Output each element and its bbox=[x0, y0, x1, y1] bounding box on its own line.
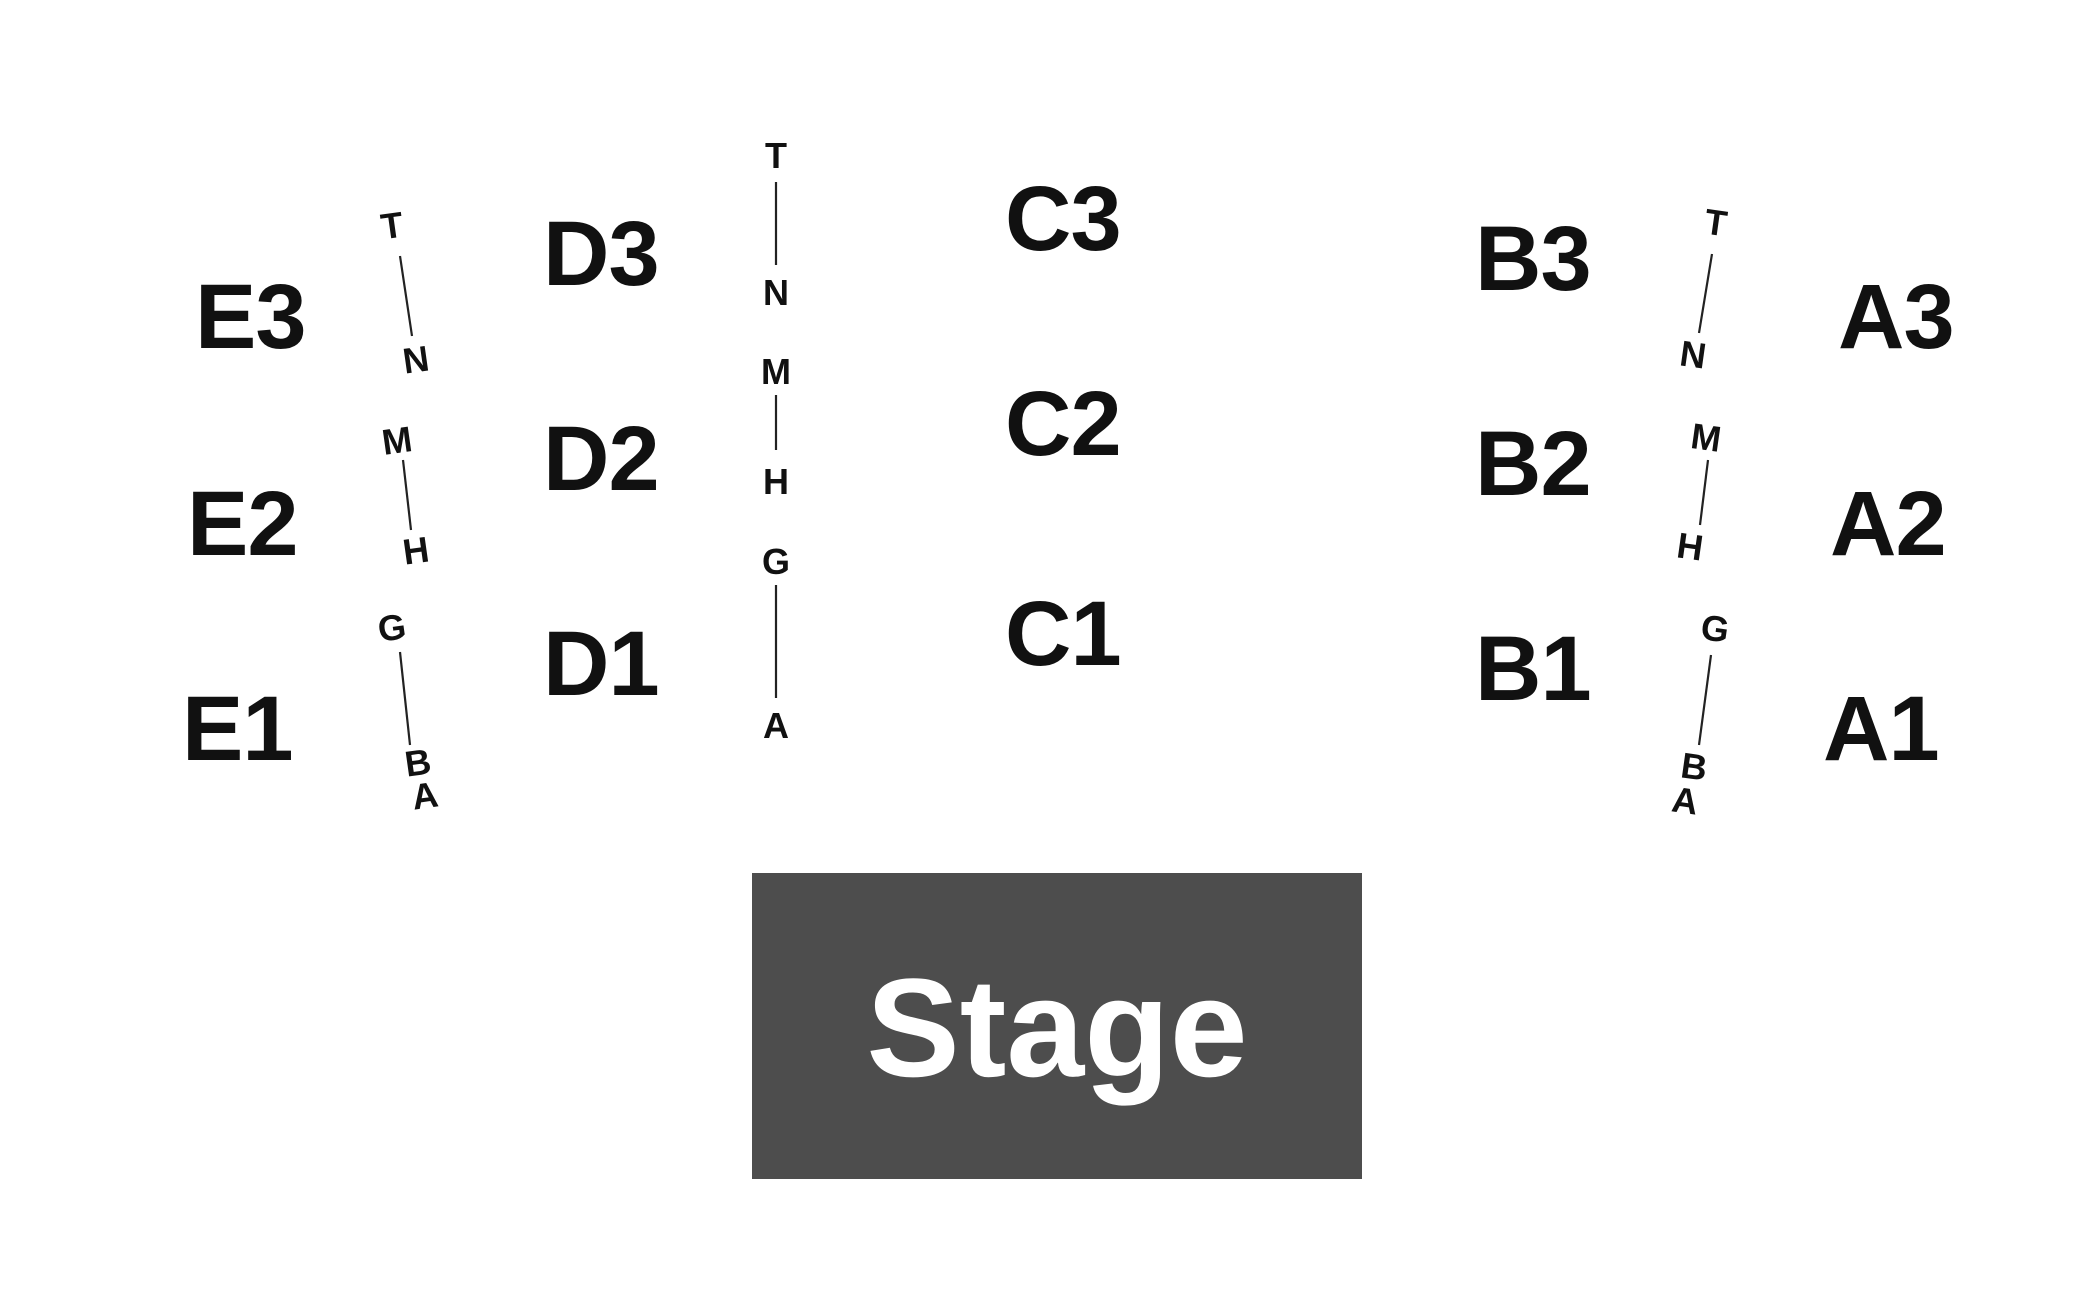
right-aisle-line-t-n bbox=[1697, 253, 1714, 334]
section-c3[interactable]: C3 bbox=[1005, 168, 1122, 270]
right-aisle-row-m: M bbox=[1688, 415, 1723, 460]
section-c1[interactable]: C1 bbox=[1005, 583, 1122, 685]
right-aisle-row-g: G bbox=[1698, 606, 1731, 651]
left-aisle-line-t-n bbox=[398, 255, 414, 337]
right-aisle-row-a: A bbox=[1669, 778, 1700, 822]
right-aisle-line-g-b bbox=[1697, 654, 1713, 746]
center-aisle-row-m: M bbox=[761, 351, 791, 392]
section-b2[interactable]: B2 bbox=[1475, 413, 1592, 515]
stage: Stage bbox=[752, 873, 1362, 1179]
section-c2[interactable]: C2 bbox=[1005, 373, 1122, 475]
center-aisle: T N M H G A bbox=[761, 135, 791, 746]
section-b1[interactable]: B1 bbox=[1475, 618, 1592, 720]
section-e3[interactable]: E3 bbox=[195, 266, 307, 368]
section-b3[interactable]: B3 bbox=[1475, 208, 1592, 310]
center-aisle-row-t: T bbox=[765, 135, 787, 176]
section-d1[interactable]: D1 bbox=[543, 613, 660, 715]
left-aisle-row-t: T bbox=[378, 204, 405, 248]
section-a2[interactable]: A2 bbox=[1830, 473, 1947, 575]
section-e2[interactable]: E2 bbox=[187, 473, 299, 575]
section-d2[interactable]: D2 bbox=[543, 408, 660, 510]
left-aisle-line-g-b bbox=[398, 651, 412, 746]
stage-block bbox=[752, 873, 1362, 1179]
center-aisle-row-h: H bbox=[763, 461, 789, 502]
right-aisle: T N M H G B A bbox=[1669, 201, 1731, 823]
left-aisle-row-h: H bbox=[400, 528, 431, 572]
left-aisle-row-g: G bbox=[375, 605, 408, 650]
right-aisle-line-m-h bbox=[1698, 459, 1710, 526]
section-a1[interactable]: A1 bbox=[1823, 678, 1940, 780]
left-aisle-row-n: N bbox=[400, 337, 431, 381]
section-e1[interactable]: E1 bbox=[182, 678, 294, 780]
center-aisle-row-n: N bbox=[763, 272, 789, 313]
left-aisle-line-m-h bbox=[401, 459, 413, 531]
section-a3[interactable]: A3 bbox=[1838, 266, 1955, 368]
left-aisle-row-m: M bbox=[379, 418, 414, 463]
left-aisle-row-a: A bbox=[409, 773, 440, 817]
right-aisle-row-h: H bbox=[1674, 524, 1705, 568]
left-aisle-row-b: B bbox=[402, 740, 433, 784]
left-aisle: T N M H G B A bbox=[375, 204, 440, 818]
center-aisle-row-g: G bbox=[762, 541, 790, 582]
center-aisle-row-a: A bbox=[763, 705, 789, 746]
right-aisle-row-t: T bbox=[1702, 201, 1729, 245]
right-aisle-row-b: B bbox=[1678, 744, 1709, 788]
right-aisle-row-n: N bbox=[1677, 332, 1708, 376]
stage-label: Stage bbox=[866, 949, 1247, 1106]
section-d3[interactable]: D3 bbox=[543, 203, 660, 305]
